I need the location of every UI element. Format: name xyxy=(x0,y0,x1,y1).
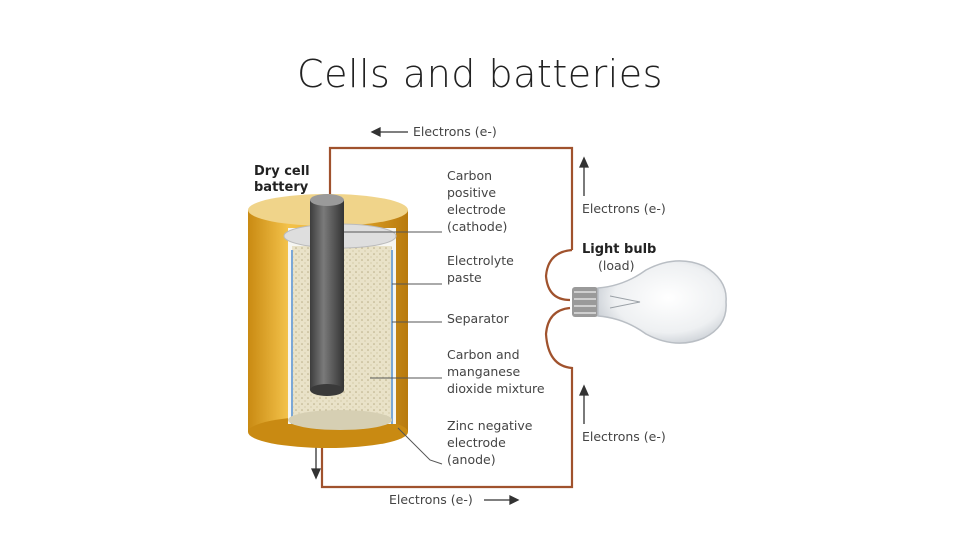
electrolyte-label: Electrolyte paste xyxy=(447,253,518,285)
electrons-top-label: Electrons (e-) xyxy=(413,124,497,139)
electron-arrow-right-bottom xyxy=(578,384,590,424)
light-bulb-label: Light bulb xyxy=(582,242,656,257)
electrons-bottom-label: Electrons (e-) xyxy=(389,492,473,507)
slide-title: Cells and batteries xyxy=(297,52,663,96)
electron-arrow-down xyxy=(310,444,322,480)
leader-lines xyxy=(344,231,443,465)
electron-arrow-right-top xyxy=(578,156,590,196)
battery-cell xyxy=(248,194,408,448)
separator-label: Separator xyxy=(447,311,510,326)
carbon-rod xyxy=(310,200,344,390)
circuit-wire xyxy=(320,146,574,489)
anode-label: Zinc negative electrode (anode) xyxy=(447,418,536,467)
battery-label: Dry cell battery xyxy=(254,164,314,195)
electrons-right-bottom-label: Electrons (e-) xyxy=(582,429,666,444)
cathode-label: Carbon positive electrode (cathode) xyxy=(447,168,510,234)
electron-arrow-top xyxy=(370,126,408,138)
electrons-right-top-label: Electrons (e-) xyxy=(582,201,666,216)
electron-arrow-bottom xyxy=(484,494,520,506)
load-label: (load) xyxy=(598,258,634,273)
mixture-label: Carbon and manganese dioxide mixture xyxy=(447,347,545,396)
light-bulb xyxy=(572,260,727,344)
